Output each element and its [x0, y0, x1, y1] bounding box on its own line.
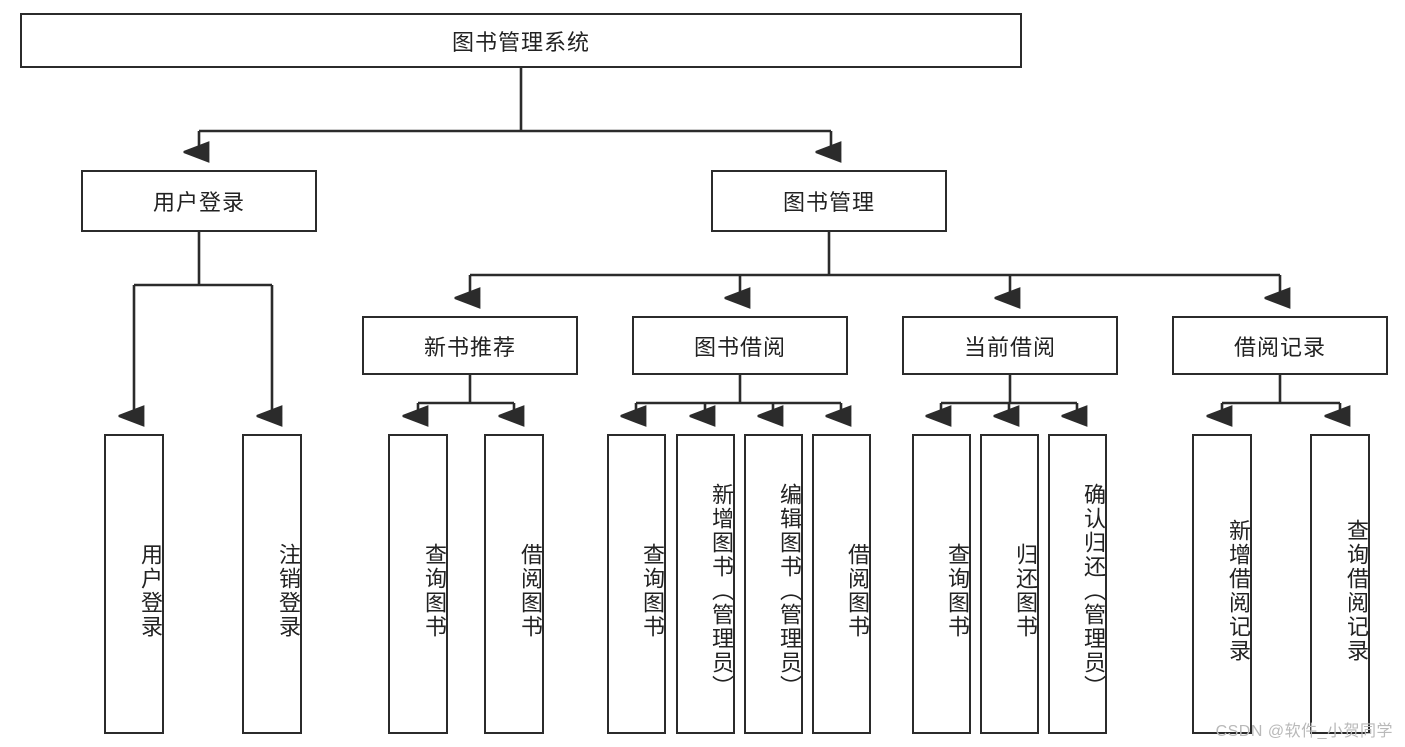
node-label: 归还图书 — [1013, 543, 1038, 639]
node-label: 查询图书 — [640, 543, 665, 639]
node-label: 图书管理 — [782, 190, 875, 215]
node-label: 查询借阅记录 — [1344, 519, 1369, 663]
watermark-text: CSDN @软件_小贺同学 — [1215, 723, 1393, 740]
node-label: 新增借阅记录 — [1226, 519, 1251, 663]
leaf-borrow-borrow-book[interactable]: 借阅图书 — [812, 434, 871, 734]
node-book-management[interactable]: 图书管理 — [711, 170, 947, 232]
leaf-borrow-edit-book[interactable]: 编辑图书（管理员） — [744, 434, 803, 734]
node-label: 新书推荐 — [423, 334, 516, 360]
node-borrow-record[interactable]: 借阅记录 — [1172, 316, 1388, 375]
node-root-system[interactable]: 图书管理系统 — [20, 13, 1022, 68]
leaf-current-return-book[interactable]: 归还图书 — [980, 434, 1039, 734]
leaf-current-query-book[interactable]: 查询图书 — [912, 434, 971, 734]
node-label: 用户登录 — [138, 543, 163, 639]
node-label: 查询图书 — [945, 543, 970, 639]
leaf-current-confirm-return[interactable]: 确认归还（管理员） — [1048, 434, 1107, 734]
leaf-record-add-record[interactable]: 新增借阅记录 — [1192, 434, 1252, 734]
leaf-borrow-query-book[interactable]: 查询图书 — [607, 434, 666, 734]
node-label: 查询图书 — [422, 543, 447, 639]
leaf-record-query-record[interactable]: 查询借阅记录 — [1310, 434, 1370, 734]
leaf-new-book-query[interactable]: 查询图书 — [388, 434, 448, 734]
node-new-book-recommend[interactable]: 新书推荐 — [362, 316, 578, 375]
leaf-borrow-add-book[interactable]: 新增图书（管理员） — [676, 434, 735, 734]
node-label: 新增图书（管理员） — [709, 483, 734, 699]
leaf-user-login-login[interactable]: 用户登录 — [104, 434, 164, 734]
leaf-user-login-logout[interactable]: 注销登录 — [242, 434, 302, 734]
node-label: 用户登录 — [152, 190, 245, 215]
node-label: 注销登录 — [276, 543, 301, 639]
node-label: 图书借阅 — [693, 334, 786, 360]
node-label: 图书管理系统 — [451, 29, 590, 55]
node-current-borrow[interactable]: 当前借阅 — [902, 316, 1118, 375]
node-label: 编辑图书（管理员） — [777, 483, 802, 699]
node-label: 借阅记录 — [1233, 334, 1326, 360]
node-label: 确认归还（管理员） — [1081, 483, 1106, 699]
leaf-new-book-borrow[interactable]: 借阅图书 — [484, 434, 544, 734]
node-label: 借阅图书 — [845, 543, 870, 639]
node-label: 当前借阅 — [963, 334, 1056, 360]
node-book-borrow[interactable]: 图书借阅 — [632, 316, 848, 375]
node-label: 借阅图书 — [518, 543, 543, 639]
node-user-login[interactable]: 用户登录 — [81, 170, 317, 232]
